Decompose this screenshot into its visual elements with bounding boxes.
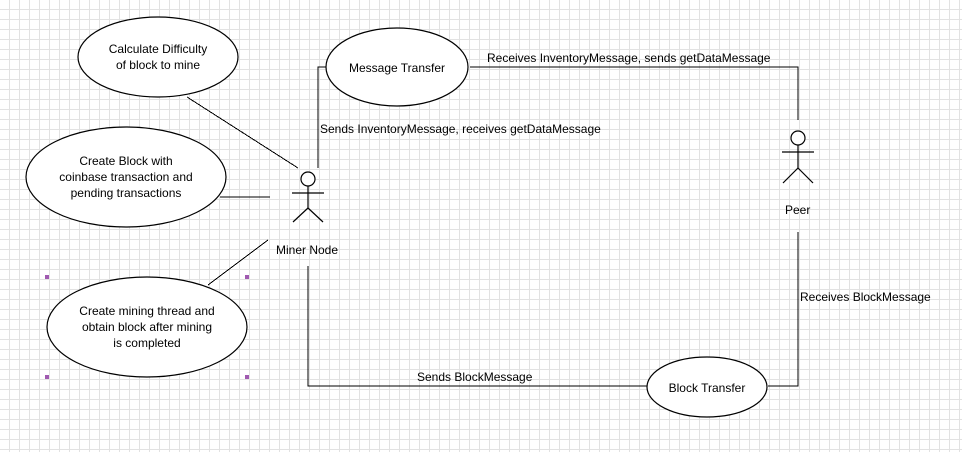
usecase-block-transfer-ellipse[interactable] xyxy=(646,356,768,418)
selection-handle-bottom-left[interactable] xyxy=(45,375,49,379)
peer-actor-figure[interactable] xyxy=(782,130,814,184)
selection-handle-top-left[interactable] xyxy=(45,275,49,279)
connector-miner-to-message[interactable] xyxy=(317,66,326,168)
connector-peer-to-block-label: Receives BlockMessage xyxy=(800,290,931,304)
association-mining-thread[interactable] xyxy=(207,239,269,286)
connector-peer-to-message[interactable] xyxy=(470,66,799,120)
association-difficulty[interactable] xyxy=(186,96,299,169)
usecase-create-block-label: Create Block with coinbase transaction a… xyxy=(59,154,193,200)
usecase-difficulty-ellipse[interactable] xyxy=(77,16,239,98)
usecase-create-block-ellipse[interactable] xyxy=(25,126,227,228)
connector-peer-to-block[interactable] xyxy=(768,232,799,387)
connector-peer-to-message-label: Receives InventoryMessage, sends getData… xyxy=(487,51,771,65)
connector-miner-to-message-label: Sends InventoryMessage, receives getData… xyxy=(320,122,601,136)
selection-handle-bottom-right[interactable] xyxy=(245,375,249,379)
usecase-difficulty-label: Calculate Difficulty of block to mine xyxy=(108,42,208,72)
connector-miner-to-block[interactable] xyxy=(307,266,650,387)
connector-miner-to-block-label: Sends BlockMessage xyxy=(417,370,533,384)
usecase-mining-thread-label: Create mining thread and obtain block af… xyxy=(79,304,215,350)
usecase-block-transfer-label: Block Transfer xyxy=(668,381,746,395)
usecase-message-transfer-label: Message Transfer xyxy=(348,61,446,75)
usecase-message-transfer-ellipse[interactable] xyxy=(325,27,469,107)
miner-actor-figure[interactable] xyxy=(292,171,324,223)
peer-actor-label: Peer xyxy=(785,203,811,217)
selection-handle-top-right[interactable] xyxy=(245,275,249,279)
miner-actor-label: Miner Node xyxy=(276,243,339,257)
usecase-mining-thread-ellipse[interactable] xyxy=(46,276,248,378)
